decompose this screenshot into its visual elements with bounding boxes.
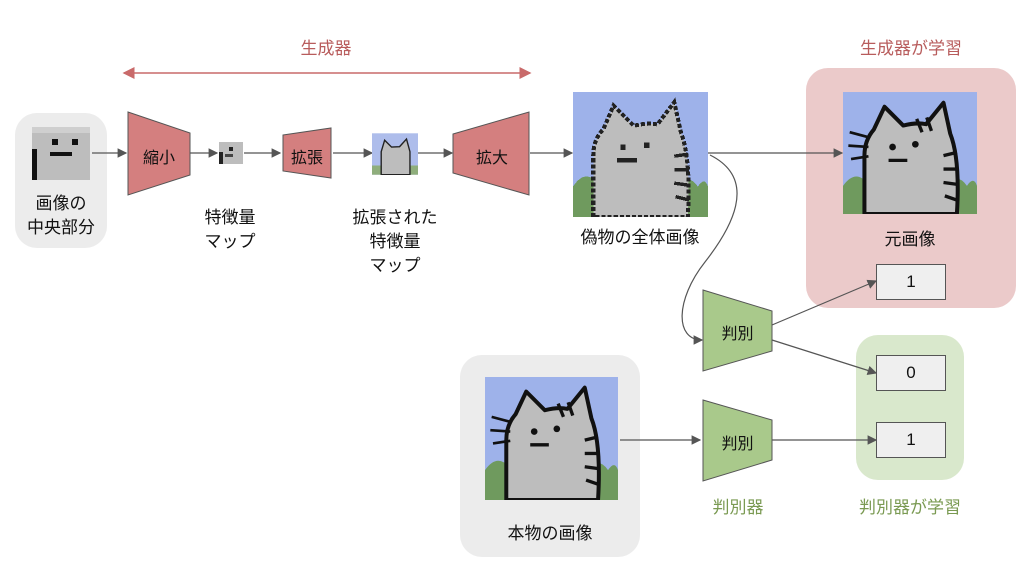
upscaler-label: 拡大 (475, 148, 508, 167)
discriminator-bottom-label: 判別 (721, 434, 754, 453)
generator-learns-title: 生成器が学習 (860, 39, 962, 59)
expanded-feature-map-image (372, 133, 418, 175)
expander-shape (282, 127, 332, 179)
output-original-value: 1 (876, 264, 946, 300)
generator-title: 生成器 (300, 39, 352, 59)
discriminator-top-label: 判別 (721, 324, 754, 343)
fake-image-label: 偽物の全体画像 (580, 228, 700, 248)
input-center-image (32, 127, 90, 180)
expanded-feature-map-label: 拡張された 特徴量 マップ (352, 208, 438, 276)
feature-map-label: 特徴量 マップ (204, 208, 256, 252)
upscaler-shape (452, 111, 530, 196)
real-image (485, 377, 618, 500)
feature-map-image (219, 142, 243, 164)
output-fake-value: 0 (876, 355, 946, 391)
output-real-value: 1 (876, 422, 946, 458)
discriminator-name: 判別器 (712, 498, 764, 518)
original-image (843, 92, 977, 214)
real-image-label: 本物の画像 (507, 524, 593, 544)
discriminator-bottom-shape (702, 399, 773, 482)
discriminator-learns-title: 判別器が学習 (859, 498, 961, 518)
input-label: 画像の 中央部分 (27, 194, 95, 238)
discriminator-top-shape (702, 289, 773, 372)
original-image-label: 元画像 (884, 230, 936, 250)
encoder-shape (127, 111, 191, 196)
expander-label: 拡張 (290, 148, 323, 167)
encoder-label: 縮小 (142, 148, 175, 167)
fake-image (573, 92, 708, 217)
